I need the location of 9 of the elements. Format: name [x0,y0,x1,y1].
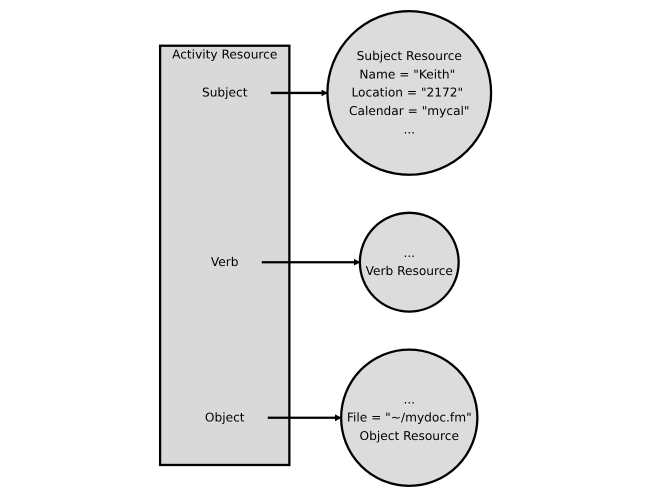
node-circle: ... File = "~/mydoc.fm" Object Resource [340,348,478,488]
node-text: Subject [202,85,248,100]
node-circle: ... Verb Resource [358,212,460,313]
node-text: Object [204,410,244,425]
arrow [261,258,360,266]
arrow [270,90,328,96]
node-circle: Subject Resource Name = "Keith" Location = "2172" Calendar = "mycal" ... [326,10,492,176]
arrow [267,414,342,422]
node-text: Verb [210,254,238,270]
